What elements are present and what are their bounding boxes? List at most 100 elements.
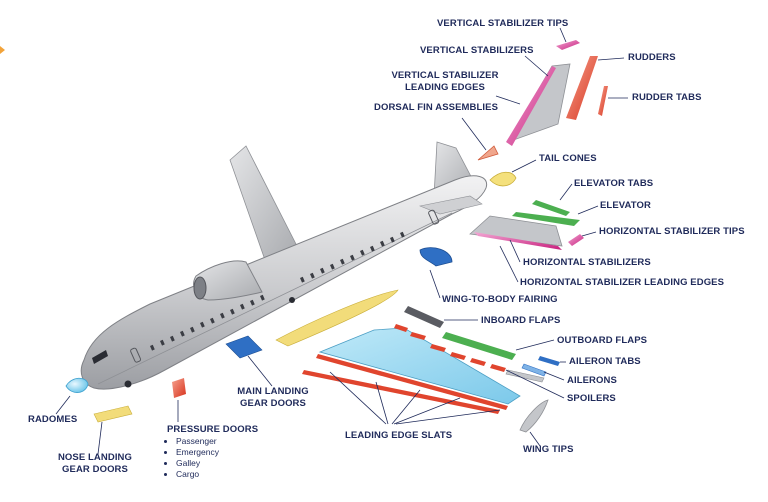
leader-outboard-flaps (515, 339, 555, 351)
leader-ailerons (543, 371, 565, 381)
vertical-stabilizer-leading-edge-part (506, 66, 556, 146)
label-outboard-flaps: OUTBOARD FLAPS (557, 335, 648, 346)
leader-vs (524, 55, 549, 77)
label-wing-to-body-fairing: WING-TO-BODY FAIRING (442, 294, 558, 305)
label-vs-leading-edges: VERTICAL STABILIZER LEADING EDGES (390, 70, 500, 94)
label-inboard-flaps: INBOARD FLAPS (481, 315, 561, 326)
leading-edge-slat-part-1 (316, 354, 508, 410)
pressure-door-type-list: Passenger Emergency Galley Cargo (164, 436, 219, 480)
engine-intake (193, 276, 207, 300)
leader-dorsal (461, 117, 487, 151)
pressure-door-types: Passenger Emergency Galley Cargo (164, 436, 219, 480)
label-elevator-tabs: ELEVATOR TABS (574, 178, 654, 189)
horizontal-stabilizer-tip-part (568, 234, 584, 246)
far-wing (229, 145, 299, 261)
label-main-landing-gear-line1: MAIN LANDING (237, 386, 309, 397)
pressure-door-part (172, 378, 186, 398)
label-vertical-stabilizer-tips: VERTICAL STABILIZER TIPS (437, 18, 569, 29)
label-horizontal-stabilizer-leading-edges: HORIZONTAL STABILIZER LEADING EDGES (520, 277, 725, 288)
tail-parts (469, 40, 608, 250)
leader-vs-tips (559, 27, 567, 43)
label-spoilers: SPOILERS (567, 393, 616, 404)
label-main-landing-gear-doors: MAIN LANDING GEAR DOORS (228, 386, 318, 410)
edge-mark (0, 46, 5, 54)
inboard-flap-upper-part (404, 306, 444, 328)
leader-tail-cones (511, 159, 537, 173)
leader-radomes (55, 395, 71, 415)
pressure-door-type: Cargo (176, 469, 219, 480)
leader-wing-tips (529, 431, 541, 447)
leader-hs (509, 239, 521, 263)
wing-to-body-fairing-part (419, 247, 453, 267)
label-dorsal-fin-assemblies: DORSAL FIN ASSEMBLIES (374, 102, 499, 113)
aircraft-body (80, 141, 488, 390)
leader-lines (55, 27, 628, 455)
label-nose-landing-gear-line2: GEAR DOORS (62, 464, 128, 475)
elevator-tab-part (532, 200, 570, 216)
leader-elevator (577, 205, 599, 215)
spoiler-part-3 (430, 344, 446, 352)
wing-fairing-upper-part (275, 289, 399, 347)
label-nose-landing-gear-line1: NOSE LANDING (57, 452, 133, 463)
leader-slats-1 (329, 371, 387, 425)
outboard-flap-part (505, 369, 545, 383)
fuselage-door-front (130, 347, 142, 363)
pressure-door-type: Galley (176, 458, 219, 469)
label-wing-tips: WING TIPS (523, 444, 574, 455)
nose-wheel (124, 380, 132, 388)
leader-hs-le (499, 245, 519, 283)
label-vs-leading-edges-line1: VERTICAL STABILIZER (391, 70, 499, 81)
label-aileron-tabs: AILERON TABS (569, 356, 641, 367)
cockpit-windows (92, 350, 108, 364)
dorsal-fin-part (477, 145, 499, 161)
leader-slats-3 (391, 389, 421, 425)
leader-vs-le (495, 95, 521, 105)
leader-elevator-tabs (559, 183, 573, 201)
radome-part (65, 377, 89, 393)
rudder-part (566, 56, 598, 120)
leader-rudders (597, 57, 625, 61)
pressure-door-type: Passenger (176, 436, 219, 447)
label-vs-leading-edges-line2: LEADING EDGES (405, 82, 485, 93)
inboard-flap-part (442, 332, 516, 360)
label-leading-edge-slats: LEADING EDGE SLATS (345, 430, 453, 441)
spoiler-part-1 (394, 324, 408, 332)
leader-slats-5 (395, 409, 501, 425)
tail-cone-part (489, 171, 517, 187)
main-wheel (289, 297, 295, 303)
wing-tip-part (519, 399, 549, 433)
leader-main-gear (247, 355, 273, 387)
label-rudder-tabs: RUDDER TABS (632, 92, 702, 103)
main-landing-gear-door-part (225, 335, 263, 359)
vertical-stabilizer-tip-part (556, 40, 580, 50)
horizontal-stabilizer-leading-edge-part (474, 232, 562, 250)
spoiler-part-4 (450, 352, 466, 360)
label-tail-cones: TAIL CONES (539, 153, 597, 164)
label-vertical-stabilizers: VERTICAL STABILIZERS (420, 45, 534, 56)
nose-landing-gear-door-part (93, 405, 133, 423)
label-main-landing-gear-line2: GEAR DOORS (240, 398, 306, 409)
label-radomes: RADOMES (28, 414, 78, 425)
main-wing-part (318, 327, 521, 405)
wing-parts (225, 247, 560, 433)
leader-slats-4 (393, 397, 461, 425)
leader-spoilers (505, 369, 565, 399)
spoiler-part-6 (490, 364, 506, 372)
label-elevator: ELEVATOR (600, 200, 651, 211)
label-horizontal-stabilizer-tips: HORIZONTAL STABILIZER TIPS (599, 226, 745, 237)
fuselage-horizontal-tail (418, 195, 483, 215)
spoiler-part-5 (470, 358, 486, 366)
leader-nose-gear (97, 421, 103, 455)
aileron-tab-part (538, 356, 560, 366)
front-parts (65, 377, 186, 423)
spoiler-part-2 (410, 332, 426, 340)
label-horizontal-stabilizers: HORIZONTAL STABILIZERS (523, 257, 651, 268)
rudder-tab-part (598, 86, 608, 116)
leader-wing-body (429, 269, 441, 299)
aileron-part (521, 363, 547, 377)
label-nose-landing-gear-doors: NOSE LANDING GEAR DOORS (50, 452, 140, 476)
label-ailerons: AILERONS (567, 375, 617, 386)
leader-slats-2 (375, 381, 389, 425)
